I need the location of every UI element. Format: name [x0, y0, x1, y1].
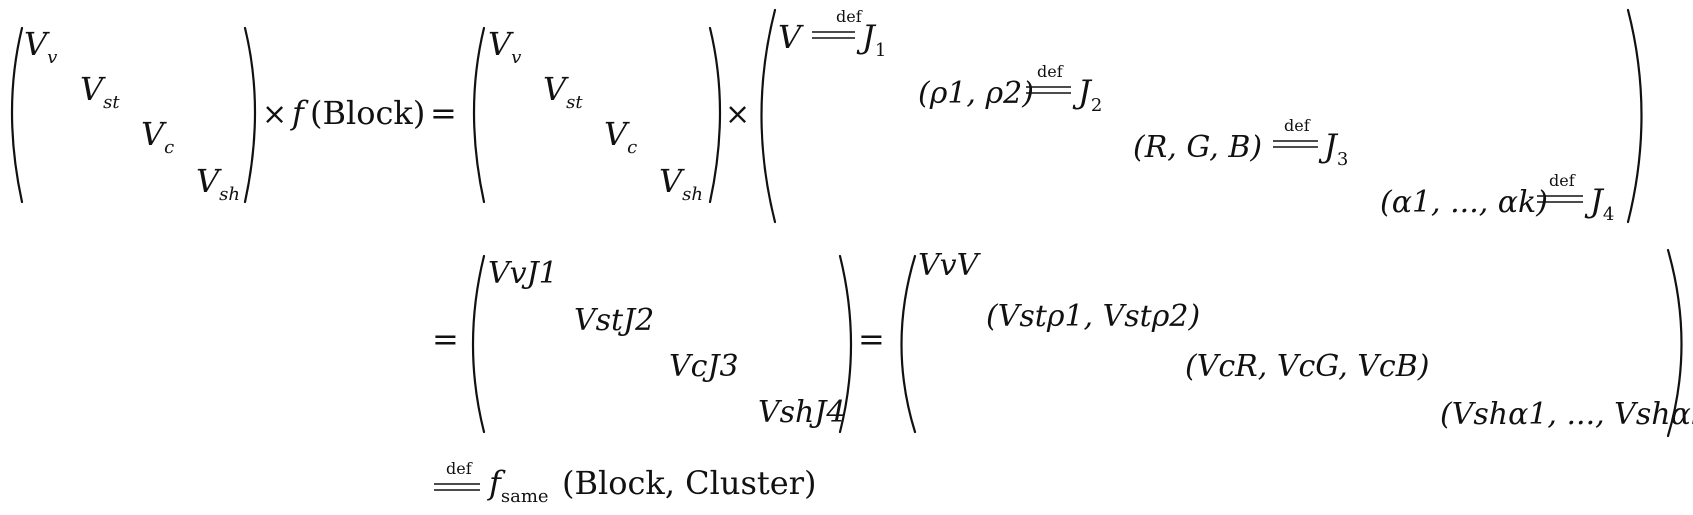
def-label-3: def	[1284, 116, 1311, 135]
def-label-4: def	[1549, 171, 1576, 190]
result-entry-4: (Vshα1, ..., Vshαk)	[1440, 397, 1693, 432]
product-entry-2: VstJ2	[574, 303, 654, 338]
lhs-matrix: Vv Vst Vc Vsh	[12, 25, 255, 205]
def-label-final: def	[446, 459, 473, 478]
right-paren	[245, 28, 255, 202]
rhs-def-left-2: (ρ1, ρ2)	[918, 76, 1034, 111]
left-paren	[473, 256, 484, 432]
mid-entry-2: Vst	[543, 70, 583, 113]
rhs-def-right-2: J2	[1072, 73, 1102, 116]
left-paren	[474, 28, 484, 202]
product-matrix: VvJ1 VstJ2 VcJ3 VshJ4	[473, 256, 851, 432]
equals-sign: =	[430, 94, 457, 132]
product-entry-4: VshJ4	[758, 395, 846, 430]
lhs-entry-1: Vv	[24, 25, 57, 68]
right-paren	[710, 28, 720, 202]
result-entry-1: VvV	[918, 248, 982, 283]
left-paren	[12, 28, 22, 202]
mid-entry-4: Vsh	[659, 162, 703, 205]
rhs-def-matrix: V def J1 (ρ1, ρ2) def J2 (R, G, B) def J…	[762, 7, 1642, 225]
times-symbol: ×	[262, 97, 287, 132]
def-label-1: def	[836, 7, 863, 26]
product-entry-1: VvJ1	[488, 256, 558, 291]
rhs-def-left-1: V	[778, 18, 804, 56]
result-matrix: VvV (Vstρ1, Vstρ2) (VcR, VcG, VcB) (Vshα…	[902, 248, 1693, 436]
rhs-def-left-3: (R, G, B)	[1133, 130, 1262, 165]
equals-sign-row2: =	[432, 320, 459, 358]
times-symbol-2: ×	[725, 97, 750, 132]
mid-matrix: Vv Vst Vc Vsh	[474, 25, 720, 205]
function-arg-block: (Block)	[310, 94, 425, 132]
function-f-same: fsame	[487, 464, 549, 507]
lhs-entry-3: Vc	[141, 115, 174, 158]
rhs-def-left-4: (α1, ..., αk)	[1380, 185, 1548, 220]
mid-entry-3: Vc	[604, 115, 637, 158]
rhs-def-right-4: J4	[1584, 182, 1614, 225]
result-entry-2: (Vstρ1, Vstρ2)	[986, 299, 1200, 334]
lhs-entry-2: Vst	[80, 70, 120, 113]
equals-sign-row2b: =	[858, 320, 885, 358]
right-paren	[1628, 10, 1642, 222]
lhs-entry-4: Vsh	[196, 162, 240, 205]
def-label-2: def	[1037, 62, 1064, 81]
result-entry-3: (VcR, VcG, VcB)	[1185, 349, 1429, 384]
left-paren	[902, 256, 916, 432]
rhs-def-right-3: J3	[1318, 127, 1348, 170]
mid-entry-1: Vv	[488, 25, 521, 68]
left-paren	[762, 10, 776, 222]
product-entry-3: VcJ3	[669, 349, 739, 384]
function-arg-block-cluster: (Block, Cluster)	[562, 464, 816, 502]
function-f: f	[290, 94, 309, 132]
